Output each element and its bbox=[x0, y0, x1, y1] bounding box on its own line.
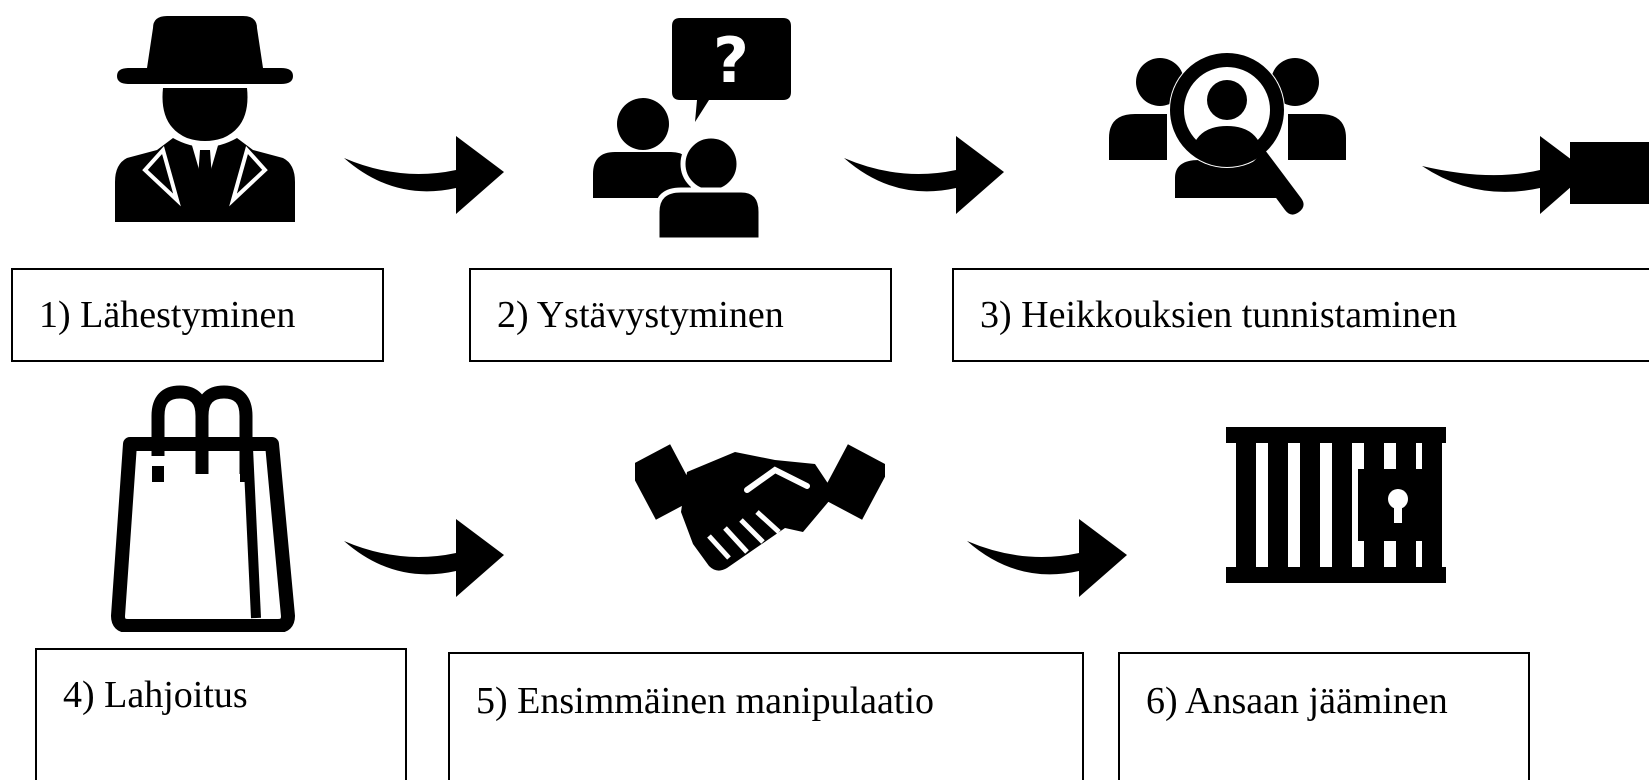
step-6-label: 6) Ansaan jääminen bbox=[1146, 680, 1448, 722]
arrow-4-to-5 bbox=[344, 519, 504, 597]
step-1-label: 1) Lähestyminen bbox=[39, 294, 296, 336]
step-4-label-box: 4) Lahjoitus bbox=[35, 648, 407, 780]
step-6-label-box: 6) Ansaan jääminen bbox=[1118, 652, 1530, 780]
step-5-label-box: 5) Ensimmäinen manipulaatio bbox=[448, 652, 1084, 780]
step-1-label-box: 1) Lähestyminen bbox=[11, 268, 384, 362]
step-2-label: 2) Ystävystyminen bbox=[497, 294, 784, 336]
spy-agent-icon bbox=[115, 16, 295, 222]
step-2-label-box: 2) Ystävystyminen bbox=[469, 268, 892, 362]
step-5-label: 5) Ensimmäinen manipulaatio bbox=[476, 680, 935, 722]
svg-text:?: ? bbox=[713, 24, 749, 97]
step-3-label: 3) Heikkouksien tunnistaminen bbox=[980, 294, 1458, 336]
arrow-5-to-6 bbox=[967, 519, 1127, 597]
arrow-2-to-3 bbox=[844, 136, 1004, 214]
step-3-label-box: 3) Heikkouksien tunnistaminen bbox=[952, 268, 1649, 362]
shopping-bag-icon bbox=[111, 385, 295, 632]
handshake-icon bbox=[635, 444, 885, 571]
step-4-label: 4) Lahjoitus bbox=[63, 674, 248, 716]
people-question-icon: ? bbox=[593, 18, 791, 242]
arrow-1-to-2 bbox=[344, 136, 504, 214]
arrow-3-to-4 bbox=[1422, 136, 1649, 214]
people-magnifier-icon bbox=[1109, 52, 1346, 215]
jail-bars-icon bbox=[1226, 427, 1446, 583]
